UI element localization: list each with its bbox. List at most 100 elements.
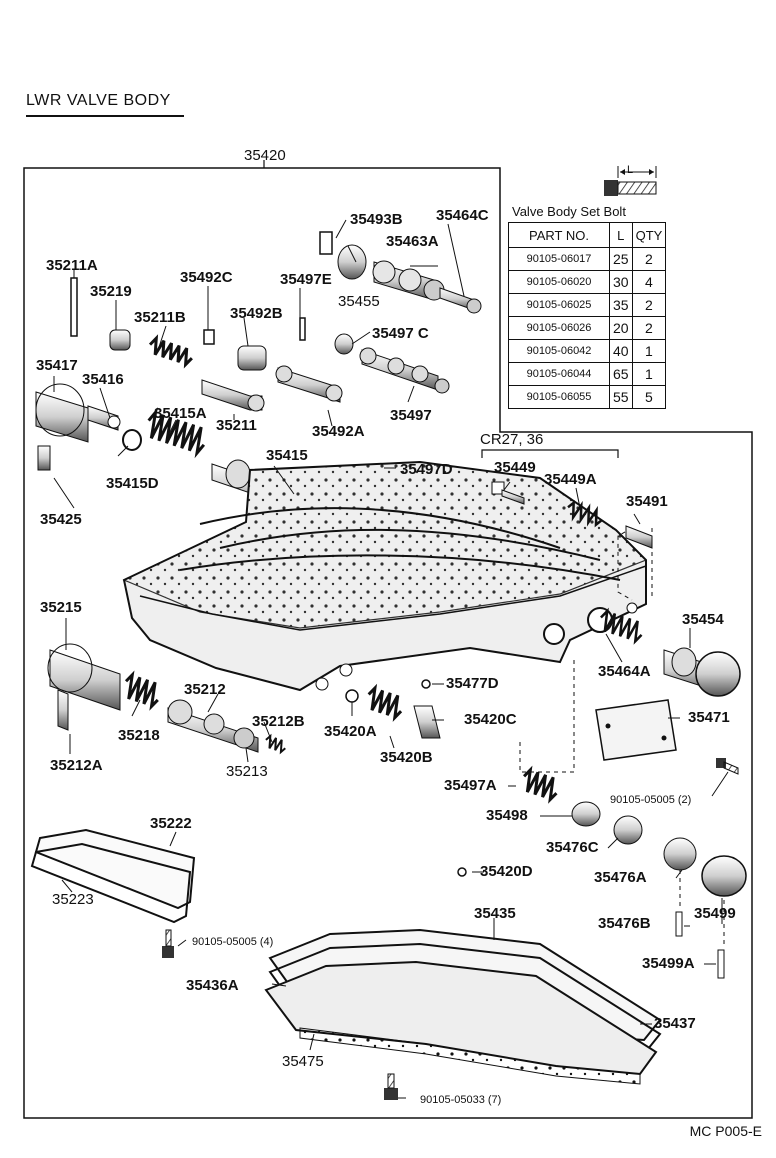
part-label-35497C: 35497 C <box>372 325 429 342</box>
part-label-35416: 35416 <box>82 371 124 388</box>
cell-qty: 2 <box>631 316 667 340</box>
spring-35464A <box>600 607 643 645</box>
part-label-35436A: 35436A <box>186 977 239 994</box>
bolt-90105-05005-4 <box>162 929 174 958</box>
clip-35420C <box>413 705 441 739</box>
leader-lines <box>53 219 729 1099</box>
footer-code: MC P005-E <box>689 1123 762 1139</box>
sleeve-35417 <box>35 383 89 443</box>
cell-qty: 5 <box>631 385 667 409</box>
header-qty: QTY <box>631 222 667 248</box>
part-label-35499A: 35499A <box>642 955 695 972</box>
part-label-35463A: 35463A <box>386 233 439 250</box>
cell-qty: 1 <box>631 339 667 363</box>
cell-length: 55 <box>609 385 633 409</box>
plate-35471 <box>595 699 677 761</box>
cell-length: 25 <box>609 247 633 271</box>
cell-length: 20 <box>609 316 633 340</box>
valve-35492A <box>275 365 343 403</box>
part-label-35212B: 35212B <box>252 713 305 730</box>
part-label-35223: 35223 <box>52 891 94 908</box>
cr-label: CR27, 36 <box>480 431 544 448</box>
cell-part-no: 90105-06055 <box>508 385 610 409</box>
part-label-35218: 35218 <box>118 727 160 744</box>
cell-length: 65 <box>609 362 633 386</box>
spring-35218 <box>124 670 159 711</box>
part-label-35476A: 35476A <box>594 869 647 886</box>
part-label-35417: 35417 <box>36 357 78 374</box>
part-label-35420C: 35420C <box>464 711 517 728</box>
plug-35493B <box>319 231 333 255</box>
part-label-35415: 35415 <box>266 447 308 464</box>
part-label-35215: 35215 <box>40 599 82 616</box>
header-length: L <box>609 222 633 248</box>
part-label-35213: 35213 <box>226 763 268 780</box>
washer-35415D <box>122 429 142 451</box>
part-label-35492C: 35492C <box>180 269 233 286</box>
plug-35476C <box>613 815 643 845</box>
cell-part-no: 90105-06025 <box>508 293 610 317</box>
part-label-35211: 35211 <box>216 417 257 434</box>
part-label-35464C: 35464C <box>436 207 489 224</box>
part-label-35415A: 35415A <box>154 405 207 422</box>
part-label-35219: 35219 <box>90 283 132 300</box>
part-label-35420A: 35420A <box>324 723 377 740</box>
part-label-35477D: 35477D <box>446 675 499 692</box>
pin-35497E <box>299 317 306 341</box>
part-label-35476C: 35476C <box>546 839 599 856</box>
part-label-35211B: 35211B <box>134 309 186 326</box>
part-label-90105-05005-4: 90105-05005 (4) <box>192 936 274 948</box>
part-label-35497A: 35497A <box>444 777 497 794</box>
part-label-35455: 35455 <box>338 293 380 310</box>
plug-35491 <box>625 525 653 549</box>
pin-35492C <box>203 329 215 345</box>
spring-35211B <box>148 334 193 369</box>
cell-part-no: 90105-06017 <box>508 247 610 271</box>
key-35212A <box>57 689 69 731</box>
valve-35464C <box>439 287 482 314</box>
bolt-table-header: PART NO. L QTY <box>508 222 667 248</box>
part-label-35437: 35437 <box>654 1015 696 1032</box>
bolt-90105-05033-7 <box>384 1073 398 1100</box>
bolt-table-caption: Valve Body Set Bolt <box>512 204 626 219</box>
plug-35492B <box>237 345 267 371</box>
bolt-35449 <box>491 481 525 505</box>
part-label-35212: 35212 <box>184 681 226 698</box>
valve-35463A <box>372 260 445 301</box>
valve-35212 <box>167 699 259 753</box>
bolt-length-label: L <box>627 164 634 176</box>
part-label-35475: 35475 <box>282 1053 324 1070</box>
part-label-35415D: 35415D <box>106 475 159 492</box>
part-label-90105-05033-7: 90105-05033 (7) <box>420 1094 502 1106</box>
pin-35211A <box>70 277 78 337</box>
plug-35497C <box>334 333 354 355</box>
part-label-35492A: 35492A <box>312 423 365 440</box>
cell-length: 40 <box>609 339 633 363</box>
part-label-35420B: 35420B <box>380 749 433 766</box>
cell-part-no: 90105-06026 <box>508 316 610 340</box>
valve-35454 <box>663 647 741 697</box>
cell-part-no: 90105-06044 <box>508 362 610 386</box>
part-label-35498: 35498 <box>486 807 528 824</box>
cell-part-no: 90105-06020 <box>508 270 610 294</box>
spring-35212B <box>265 733 286 755</box>
part-label-35449A: 35449A <box>544 471 597 488</box>
part-label-35449: 35449 <box>494 459 536 476</box>
sleeve-35215 <box>47 643 121 711</box>
part-label-35492B: 35492B <box>230 305 283 322</box>
cr-bracket <box>481 449 619 458</box>
assembly-border <box>23 167 753 1119</box>
part-label-35211A: 35211A <box>46 257 98 274</box>
plate-35475 <box>264 960 658 1085</box>
ball-35477D <box>421 679 431 689</box>
key-35425 <box>37 445 51 471</box>
ball-35420A <box>345 689 359 703</box>
